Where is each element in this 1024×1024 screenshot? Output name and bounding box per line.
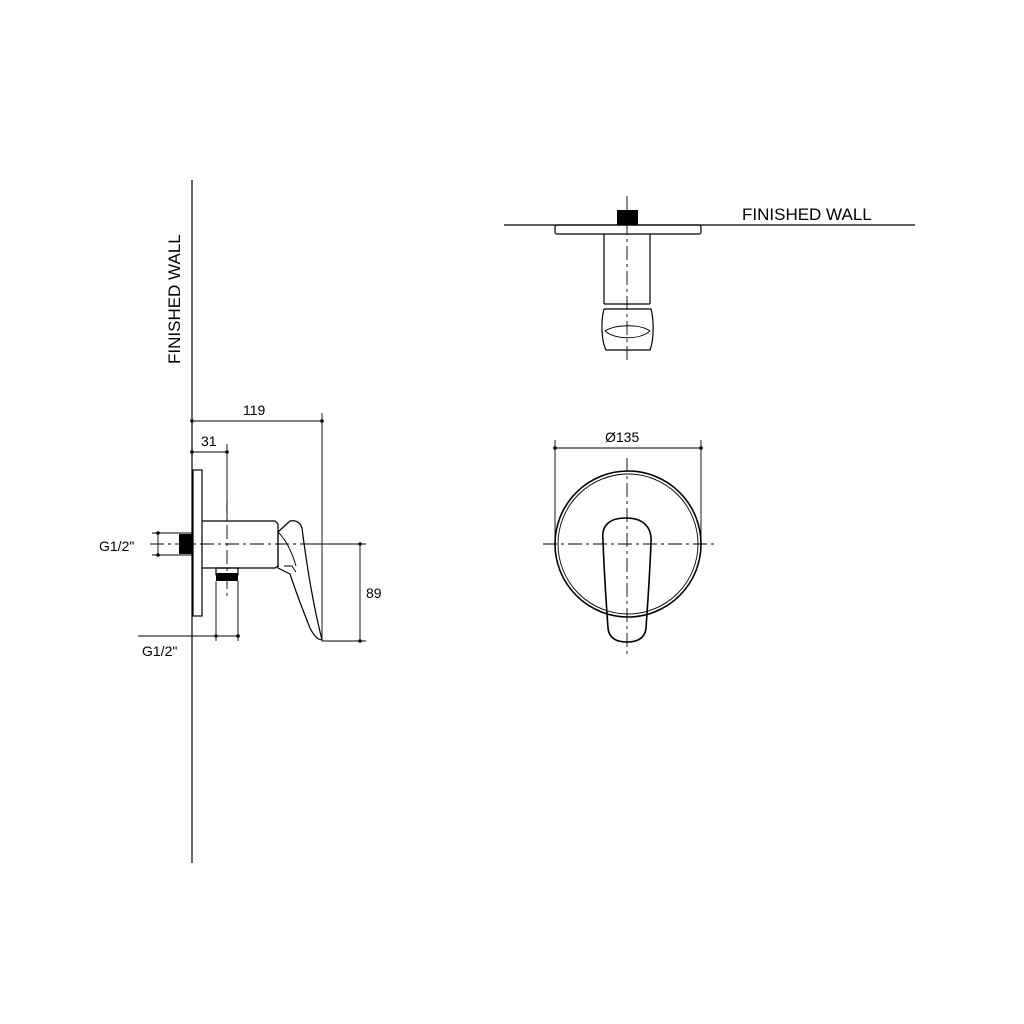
lever-handle-top [601,308,654,351]
dimension-89: 89 [366,585,382,601]
front-view: Ø135 [543,429,716,656]
finished-wall-top-label: FINISHED WALL [742,205,872,224]
dimension-31: 31 [201,433,217,449]
top-view: FINISHED WALL [504,196,915,364]
cover-plate-side [192,469,203,617]
lever-handle-front [601,517,652,643]
cover-plate-top [554,224,702,235]
thread-outlet-label: G1/2" [142,643,177,659]
side-view: FINISHED WALL 119 31 [99,180,382,863]
dimension-diameter: Ø135 [605,429,639,445]
top-connector [617,210,638,225]
valve-body [202,520,279,569]
thread-inlet-label: G1/2" [99,538,134,554]
finished-wall-side-label: FINISHED WALL [165,234,184,364]
dimension-119: 119 [243,402,266,418]
lever-handle-side [277,520,323,641]
